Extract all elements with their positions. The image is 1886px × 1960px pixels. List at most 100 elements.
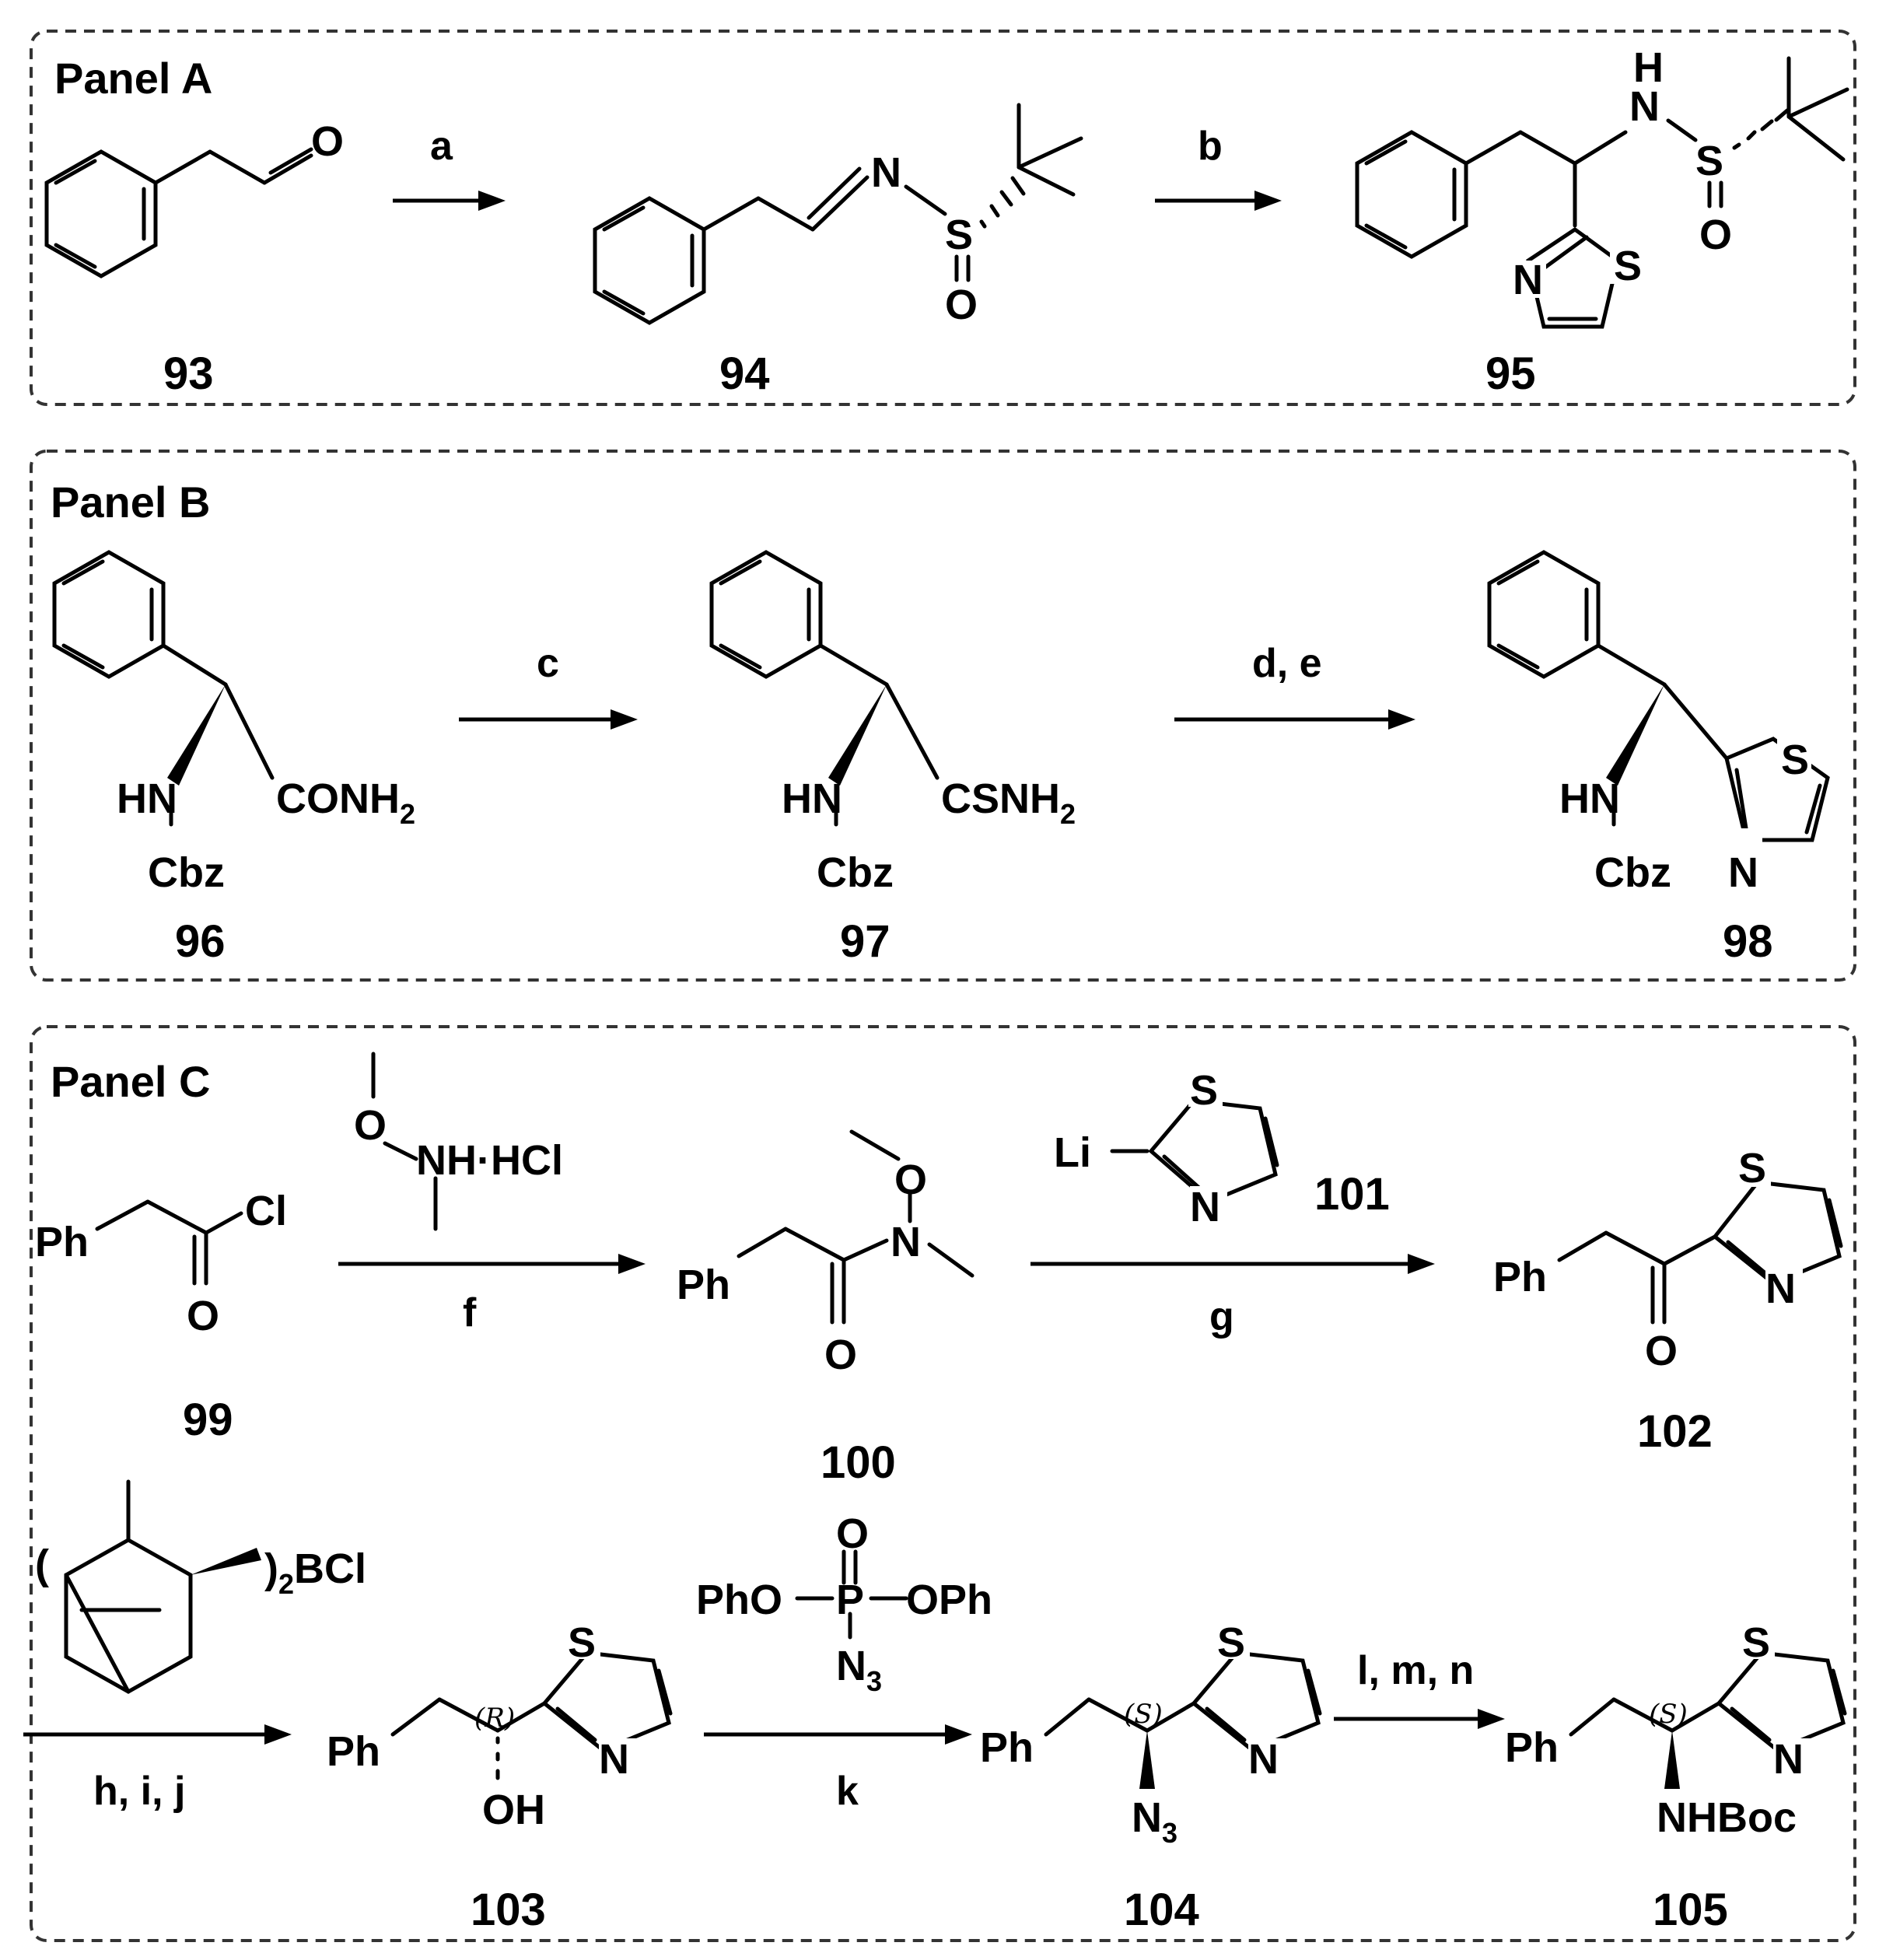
compound-100: [737, 1129, 974, 1325]
atom-k-P: P: [836, 1577, 864, 1623]
label-100: 100: [821, 1437, 896, 1488]
svg-text:H: H: [1633, 44, 1664, 91]
atom-k-OPh: OPh: [906, 1577, 992, 1623]
cond-f: f: [463, 1290, 477, 1335]
svg-text:S: S: [945, 212, 973, 258]
cond-a: a: [430, 124, 453, 169]
stereo-103: (R): [474, 1703, 515, 1734]
atom-104-Ph: Ph: [980, 1724, 1034, 1771]
label-99: 99: [183, 1395, 233, 1445]
atom-f-NHHCl: NH·HCl: [416, 1137, 563, 1184]
label-93: 93: [163, 348, 214, 399]
label-101: 101: [1314, 1169, 1390, 1220]
reagent-dppa: [795, 1549, 908, 1640]
atom-k-PhO: PhO: [696, 1577, 782, 1623]
atom-98-N: N: [1728, 849, 1758, 896]
compound-97: [709, 550, 940, 827]
atom-97-CSNH: CSNH2: [941, 775, 1076, 830]
label-95: 95: [1485, 348, 1536, 399]
compound-102: [1557, 1180, 1843, 1325]
atom-100-Ocarb: O: [824, 1332, 857, 1378]
atom-98-HN: HN: [1559, 775, 1620, 822]
atom-102-O: O: [1645, 1328, 1678, 1374]
compound-99: [95, 1199, 243, 1286]
svg-text:O: O: [945, 282, 978, 328]
svg-text:O: O: [1699, 212, 1732, 258]
atom-105-NHBoc: NHBoc: [1657, 1794, 1797, 1841]
atom-97-HN: HN: [782, 775, 842, 822]
atom-105-S: S: [1742, 1619, 1770, 1666]
compound-105: [1569, 1650, 1847, 1789]
atom-hij-paren-open: (: [35, 1542, 49, 1588]
label-94: 94: [719, 348, 770, 399]
svg-text:N: N: [1629, 83, 1660, 130]
svg-text:O: O: [311, 118, 344, 165]
atom-96-CONH: CONH2: [276, 775, 415, 830]
panel-a-title: Panel A: [54, 54, 212, 103]
atom-100-Ph: Ph: [677, 1262, 730, 1308]
atom-101-N: N: [1190, 1184, 1220, 1230]
cond-c: c: [537, 641, 559, 686]
panel-c-box: [30, 1025, 1856, 1942]
label-102: 102: [1637, 1406, 1713, 1457]
stereo-104: (S): [1124, 1699, 1163, 1730]
atom-100-N: N: [891, 1219, 921, 1265]
atom-100-O: O: [894, 1157, 927, 1203]
panel-b-title: Panel B: [51, 478, 210, 527]
cond-k: k: [836, 1769, 859, 1814]
atom-k-N3: N3: [836, 1643, 882, 1697]
label-96: 96: [175, 916, 226, 967]
reagent-weinreb-amine: [371, 1052, 438, 1231]
stereo-105: (S): [1649, 1699, 1688, 1730]
atom-hij-bcl: )2BCl: [264, 1545, 366, 1600]
cond-b: b: [1198, 124, 1223, 169]
compound-103: [390, 1650, 673, 1780]
label-104: 104: [1124, 1885, 1199, 1935]
atom-101-Li: Li: [1054, 1129, 1091, 1176]
atom-105-Ph: Ph: [1505, 1724, 1559, 1771]
svg-text:S: S: [1695, 138, 1723, 184]
compound-96: [52, 550, 275, 827]
panel-c-title: Panel C: [51, 1057, 210, 1106]
label-97: 97: [840, 916, 891, 967]
atom-105-N: N: [1773, 1736, 1804, 1783]
atom-103-N: N: [599, 1736, 629, 1783]
atom-98-Cbz: Cbz: [1594, 849, 1671, 896]
atom-98-S: S: [1781, 737, 1809, 783]
cond-lmn: l, m, n: [1357, 1648, 1474, 1693]
label-103: 103: [471, 1885, 546, 1935]
atom-102-N: N: [1765, 1265, 1796, 1312]
atom-99-O: O: [187, 1293, 219, 1339]
atom-99-Ph: Ph: [35, 1219, 89, 1265]
atom-f-O: O: [354, 1102, 387, 1149]
atom-95-N: N: [1513, 257, 1543, 303]
atom-102-Ph: Ph: [1493, 1254, 1547, 1300]
cond-de: d, e: [1252, 641, 1322, 686]
label-105: 105: [1653, 1885, 1728, 1935]
compound-98: [1487, 550, 1830, 842]
atom-k-O: O: [836, 1510, 869, 1557]
label-98: 98: [1723, 916, 1773, 967]
atom-104-N: N: [1248, 1736, 1279, 1783]
atom-95-S: S: [1614, 243, 1642, 289]
atom-103-S: S: [568, 1619, 596, 1666]
compound-104: [1044, 1650, 1322, 1789]
atom-104-N3: N3: [1132, 1794, 1177, 1849]
atom-96-HN: HN: [117, 775, 177, 822]
compound-95: N H S O: [1355, 44, 1849, 329]
atom-103-Ph: Ph: [327, 1728, 380, 1775]
atom-103-OH: OH: [482, 1787, 545, 1833]
cond-g: g: [1209, 1294, 1234, 1339]
atom-102-S: S: [1738, 1145, 1766, 1192]
atom-104-S: S: [1217, 1619, 1245, 1666]
reagent-ipc2bcl: [64, 1479, 261, 1694]
panel-b-box: [30, 450, 1856, 982]
compound-93: O: [44, 118, 344, 278]
svg-text:N: N: [871, 149, 901, 196]
panel-a-box: [30, 30, 1856, 406]
atom-99-Cl: Cl: [245, 1188, 287, 1234]
atom-97-Cbz: Cbz: [817, 849, 894, 896]
compound-94: N S O: [593, 103, 1083, 328]
atom-96-Cbz: Cbz: [148, 849, 225, 896]
